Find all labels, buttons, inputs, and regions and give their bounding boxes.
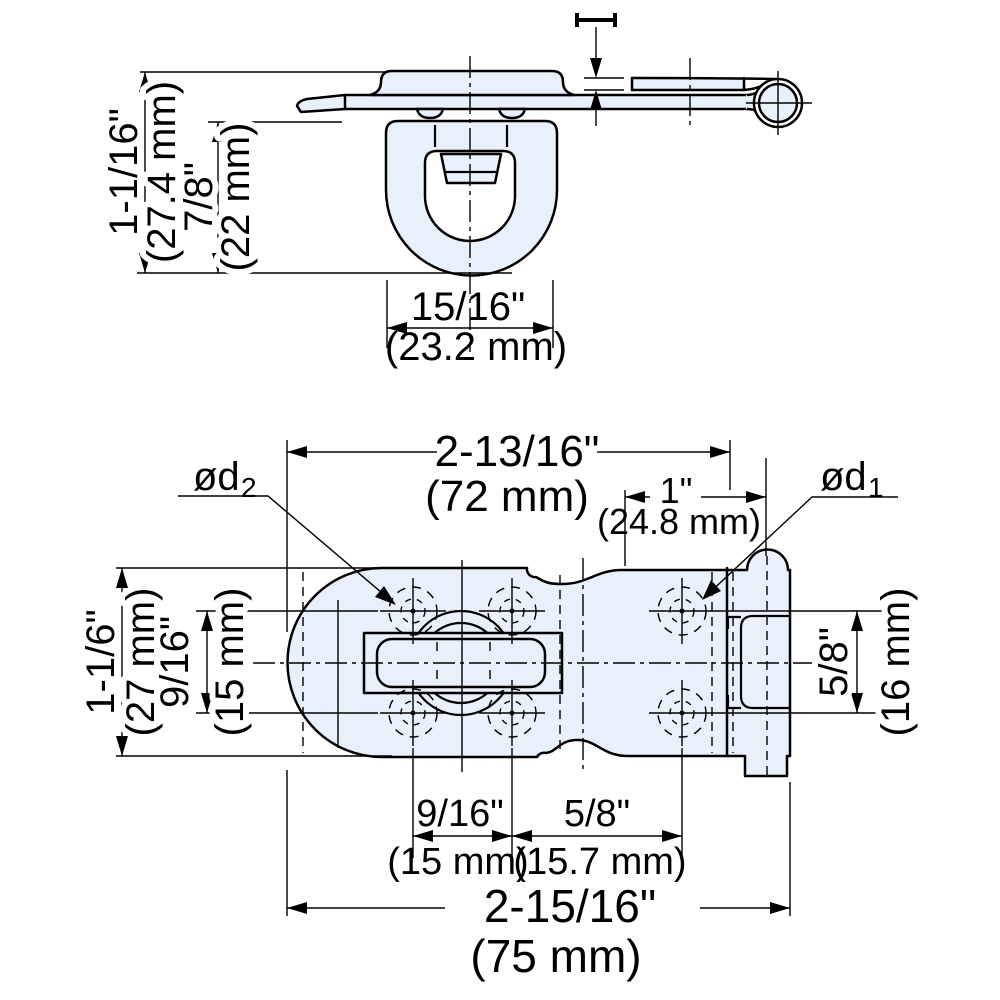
bent-lip: [295, 93, 347, 114]
dim-body-height-metric: (27 mm): [119, 588, 163, 737]
screw-hole: [380, 680, 446, 746]
dim-staple-width-imperial: 15/16": [411, 285, 525, 329]
hole-d2-callout: ød 2: [178, 455, 396, 605]
thickness-dimension: [575, 13, 624, 126]
screw-hole: [479, 680, 545, 746]
dim-hole-cols-right-imperial: 5/8": [564, 793, 630, 835]
hinge-knuckle-plan: [711, 556, 790, 779]
dim-body-length-imperial: 2-13/16": [435, 427, 600, 476]
side-view: 1-1/16" (27.4 mm) 7/8" (22 mm) 15/16" (2…: [96, 13, 812, 369]
screw-hole: [649, 680, 715, 746]
dim-hinge-offset: 1" (24.8 mm): [597, 458, 767, 566]
dim-body-length-metric: (72 mm): [425, 472, 589, 521]
dim-hole-cols-right-metric: (15.7 mm): [513, 841, 686, 883]
rivet-bump-left: [415, 107, 445, 120]
dim-hole-cols-left-metric: (15 mm): [387, 841, 528, 883]
dim-hinge-offset-metric: (24.8 mm): [597, 501, 761, 542]
dim-hole-rows-left: 9/16" (15 mm): [147, 582, 378, 742]
hole-d1-callout: ød 1: [702, 455, 898, 600]
dim-staple-width-metric: (23.2 mm): [385, 325, 567, 369]
staple-plate-side: [368, 69, 576, 97]
screw-hole: [380, 578, 446, 644]
dim-overall-length: 2-15/16" (75 mm): [286, 770, 791, 982]
dim-hole-rows-left-metric: (15 mm): [208, 588, 252, 737]
screw-holes: [380, 578, 715, 746]
dim-hinge-offset-imperial: 1": [660, 470, 693, 511]
screw-hole: [649, 578, 715, 644]
screw-hole: [479, 578, 545, 644]
hinge-knuckle-side: [630, 71, 812, 135]
dim-hole-cols-left-imperial: 9/16": [416, 793, 503, 835]
dim-overall-length-metric: (75 mm): [470, 930, 641, 982]
hole-d2-label: ød: [193, 455, 240, 499]
dim-staple-height-imperial: 7/8": [177, 162, 221, 232]
plan-view: ød 2 ød 1 2-13/16" (72 mm): [73, 421, 924, 982]
staple-loop-side: [384, 119, 559, 277]
dim-hole-rows-right-imperial: 5/8": [812, 627, 856, 697]
dim-body-length: 2-13/16" (72 mm): [286, 421, 731, 632]
rivet-bump-right: [497, 107, 527, 120]
dim-body-height: 1-1/6" (27 mm): [73, 567, 392, 757]
dim-body-height-imperial: 1-1/6": [79, 609, 123, 714]
dim-hole-rows-left-imperial: 9/16": [153, 616, 197, 708]
hole-d1-subscript: 1: [868, 472, 884, 503]
dim-overall-length-imperial: 2-15/16": [484, 880, 656, 932]
dim-overall-height-metric: (27.4 mm): [140, 81, 184, 263]
dim-hole-rows-right: 5/8" (16 mm): [715, 582, 924, 742]
hole-d2-subscript: 2: [241, 472, 257, 503]
dim-hole-cols: 9/16" (15 mm) 5/8" (15.7 mm): [387, 748, 687, 883]
hole-d1-label: ød: [820, 455, 867, 499]
latch-tongue: [439, 152, 503, 185]
dim-hole-rows-right-metric: (16 mm): [874, 588, 918, 737]
side-view-dimensions: 1-1/16" (27.4 mm) 7/8" (22 mm) 15/16" (2…: [96, 71, 567, 369]
dim-overall-height-imperial: 1-1/16": [102, 108, 146, 236]
slot-hidden-edges: [436, 642, 491, 684]
dim-staple-height-metric: (22 mm): [214, 123, 258, 272]
thickness-symbol-icon: [575, 13, 617, 27]
